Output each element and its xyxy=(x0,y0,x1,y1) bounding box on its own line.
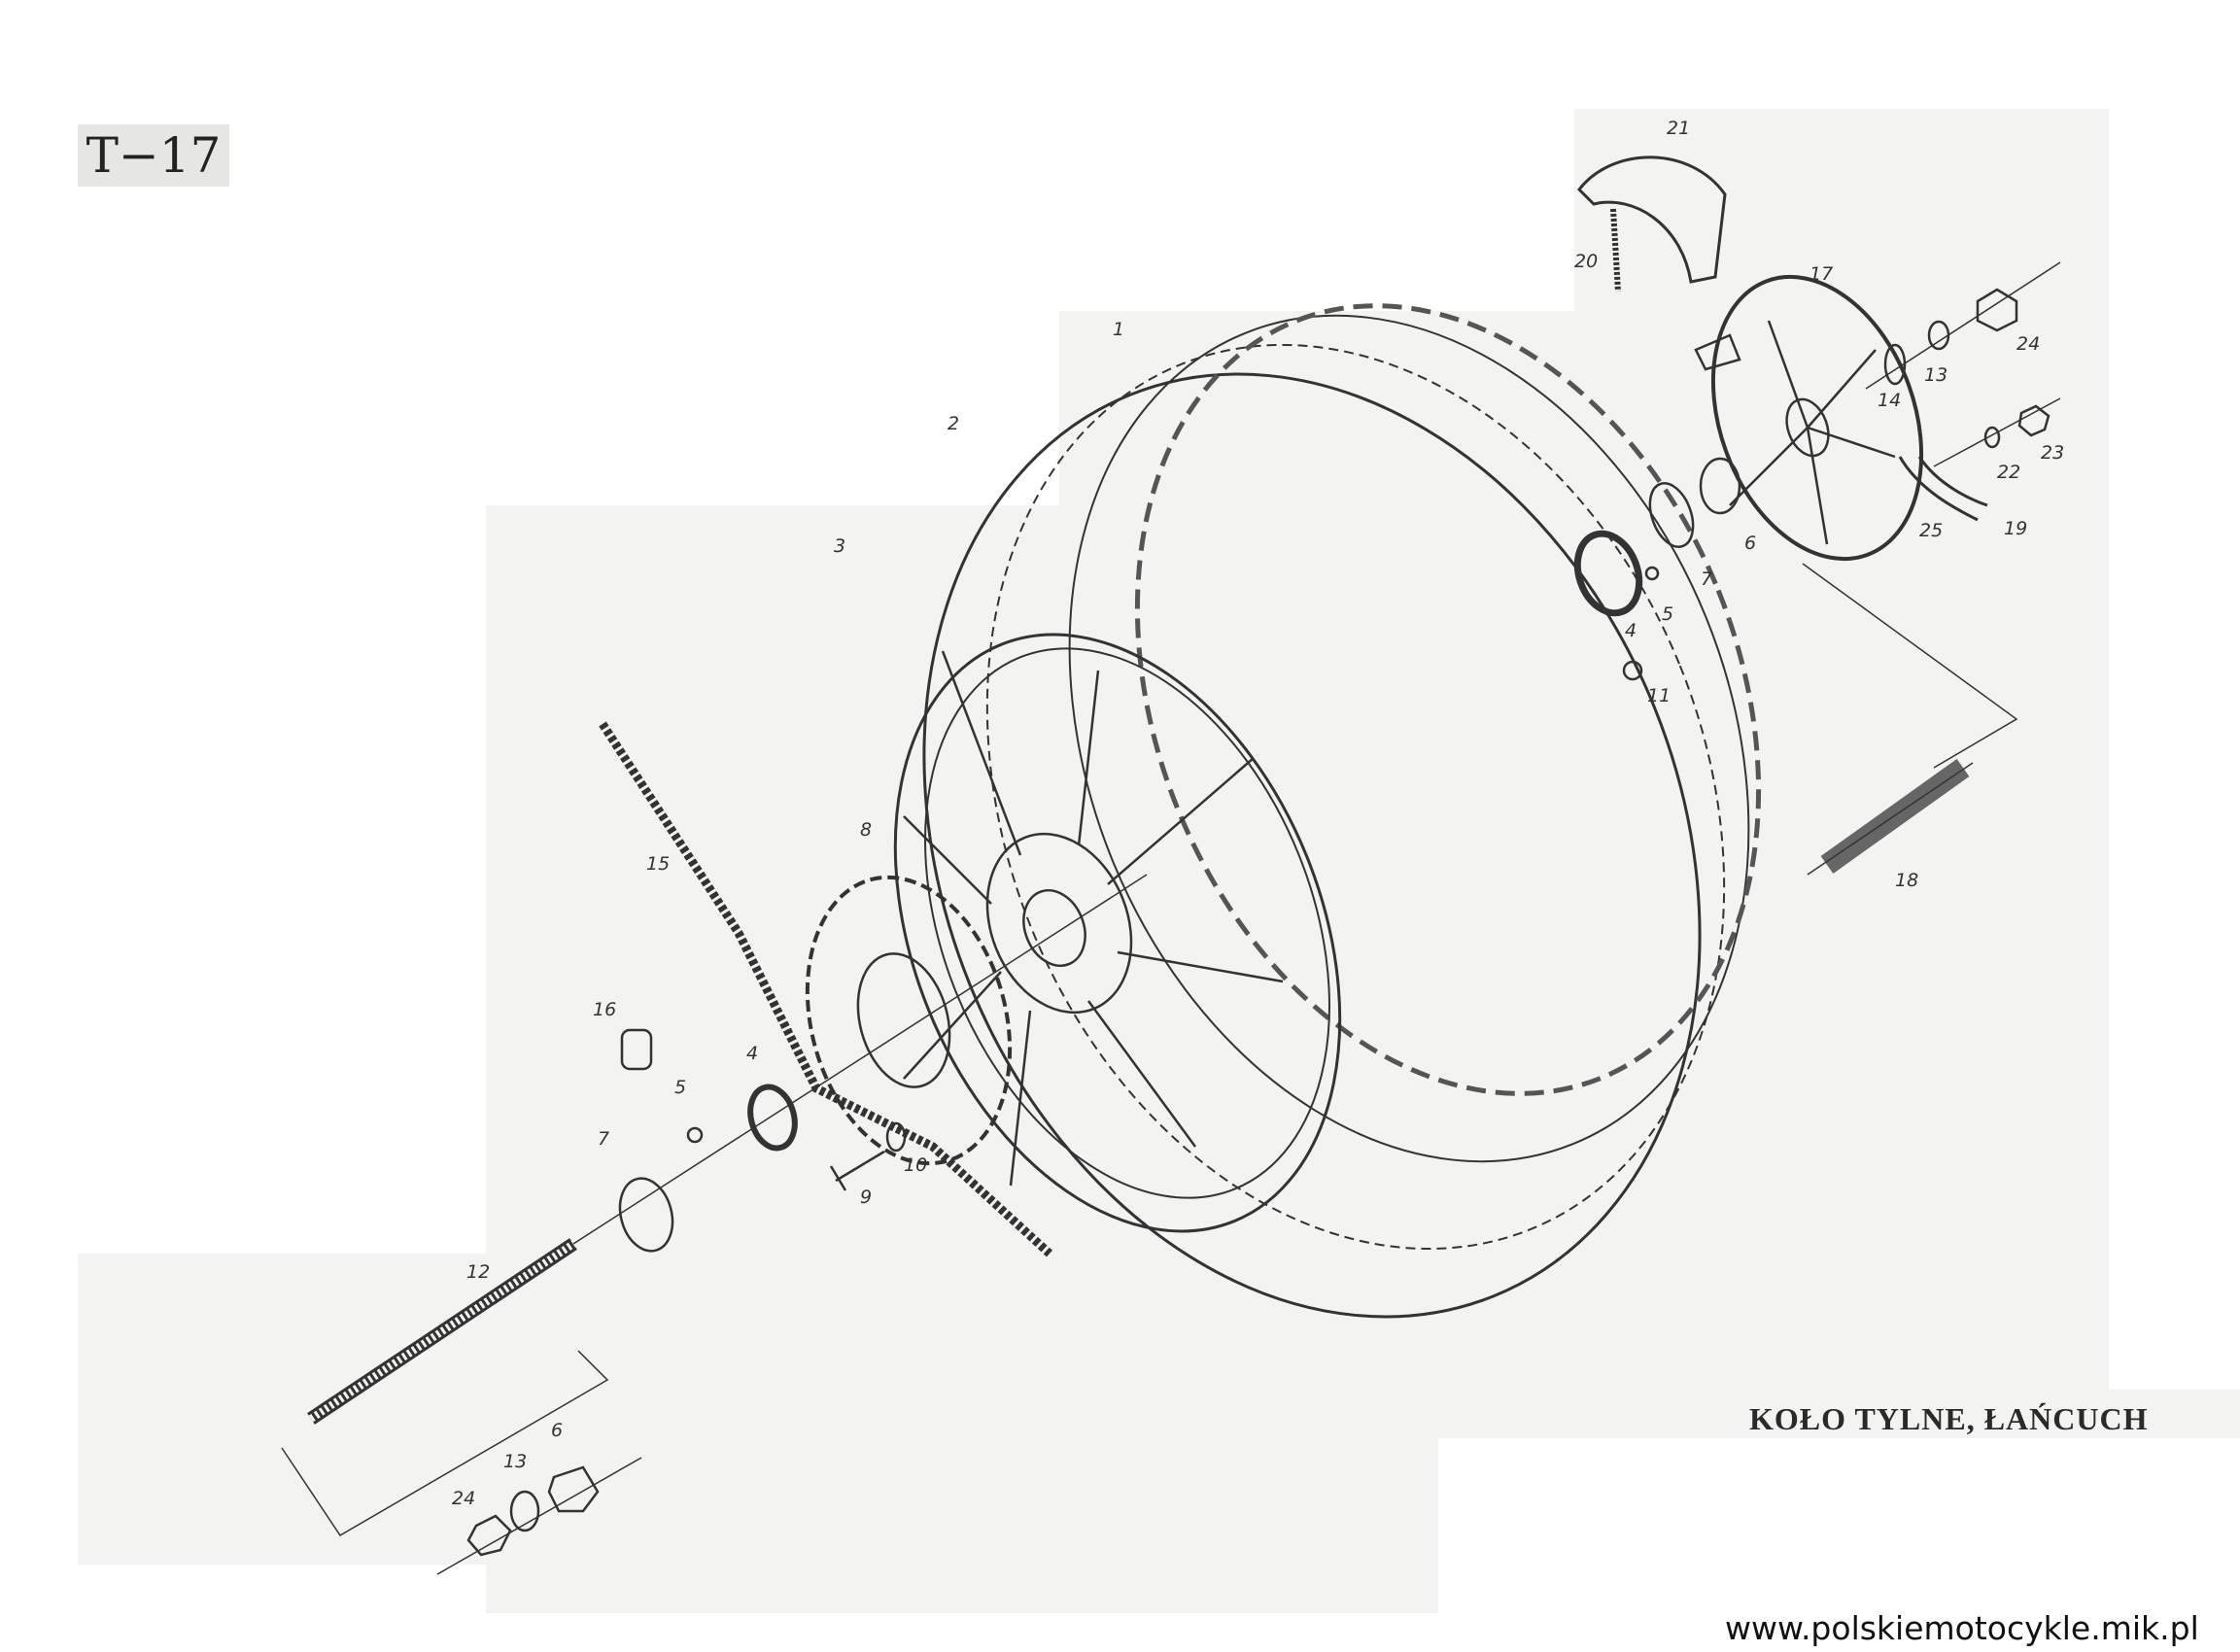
label-washer-14: 14 xyxy=(1878,390,1901,411)
label-chain-link: 16 xyxy=(593,999,616,1020)
label-brake-plate: 17 xyxy=(1809,263,1833,285)
label-lock-washer: 10 xyxy=(904,1154,927,1176)
label-brake-rod: 18 xyxy=(1895,870,1918,891)
label-washer-left: 7 xyxy=(598,1128,609,1150)
axle-drawing xyxy=(307,874,1148,1425)
label-washer-right: 7 xyxy=(1701,568,1712,590)
spacer-left-drawing xyxy=(686,1126,704,1144)
spacer-right-drawing xyxy=(1644,566,1660,581)
nut-24-right-drawing xyxy=(1976,288,2018,332)
brake-plate-drawing xyxy=(1694,274,1924,562)
bearing-right-drawing xyxy=(1573,530,1643,617)
label-lever-link: 25 xyxy=(1919,520,1943,541)
label-cam-right: 6 xyxy=(1744,533,1756,554)
label-nut-23: 23 xyxy=(2041,442,2064,464)
bolt-drawing xyxy=(829,1150,885,1191)
cam-left-drawing xyxy=(547,1465,600,1513)
tyre-drawing xyxy=(922,303,1762,1319)
washer-right-drawing xyxy=(1648,482,1695,548)
nut-left-drawing xyxy=(466,1514,512,1557)
brake-rod-drawing xyxy=(1802,563,2018,876)
label-nut-24-right: 24 xyxy=(2016,333,2040,355)
spring-drawing xyxy=(1610,208,1621,293)
washer-14-drawing xyxy=(1883,343,1907,386)
label-nut-right: 11 xyxy=(1647,685,1671,706)
bearing-left-drawing xyxy=(747,1084,798,1152)
nut-right-drawing xyxy=(1622,660,1643,681)
nut-23-drawing xyxy=(2017,404,2050,437)
wheel-rim-drawing xyxy=(893,633,1342,1233)
label-lever: 19 xyxy=(2004,518,2027,539)
washer-left-drawing xyxy=(618,1177,674,1253)
label-bearing-left: 4 xyxy=(746,1043,758,1064)
label-wheel: 3 xyxy=(834,535,845,557)
label-spacer-right: 5 xyxy=(1662,603,1673,625)
label-spring-washer-22: 22 xyxy=(1997,462,2020,483)
label-washer-13-left: 13 xyxy=(503,1451,527,1472)
label-tyre: 1 xyxy=(1113,319,1124,340)
label-nut-24-left: 24 xyxy=(452,1488,475,1509)
scan-panel-bottom-right xyxy=(1395,1390,2240,1438)
label-bearing-right: 4 xyxy=(1625,620,1637,641)
label-brake-shoe: 21 xyxy=(1667,118,1690,139)
label-washer-13-right: 13 xyxy=(1924,364,1947,386)
label-spring: 20 xyxy=(1574,251,1598,272)
lock-washer-drawing xyxy=(885,1121,907,1153)
label-axle: 12 xyxy=(466,1261,490,1283)
brake-shoe-drawing xyxy=(1577,155,1727,284)
washer-13-left-drawing xyxy=(509,1490,540,1532)
label-cam-left: 6 xyxy=(551,1420,563,1441)
label-tube: 2 xyxy=(948,413,959,434)
diagram-code-label: T−17 xyxy=(78,124,229,187)
cam-right-drawing xyxy=(1699,457,1741,515)
label-chain: 15 xyxy=(646,853,670,875)
lever-drawing xyxy=(1898,456,1988,522)
spring-washer-22-drawing xyxy=(1983,426,2001,449)
label-sprocket: 8 xyxy=(860,819,872,841)
chain-drawing xyxy=(599,721,1053,1257)
sprocket-drawing xyxy=(805,875,1013,1166)
chain-link-drawing xyxy=(620,1028,653,1071)
diagram-caption: KOŁO TYLNE, ŁAŃCUCH xyxy=(1749,1401,2149,1436)
footer-url[interactable]: www.polskiemotocykle.mik.pl xyxy=(1725,1609,2199,1647)
washer-13-right-drawing xyxy=(1927,320,1950,351)
label-bolt: 9 xyxy=(860,1187,872,1208)
label-spacer-left: 5 xyxy=(674,1077,686,1098)
scan-panel-lower-left xyxy=(78,1254,1399,1565)
